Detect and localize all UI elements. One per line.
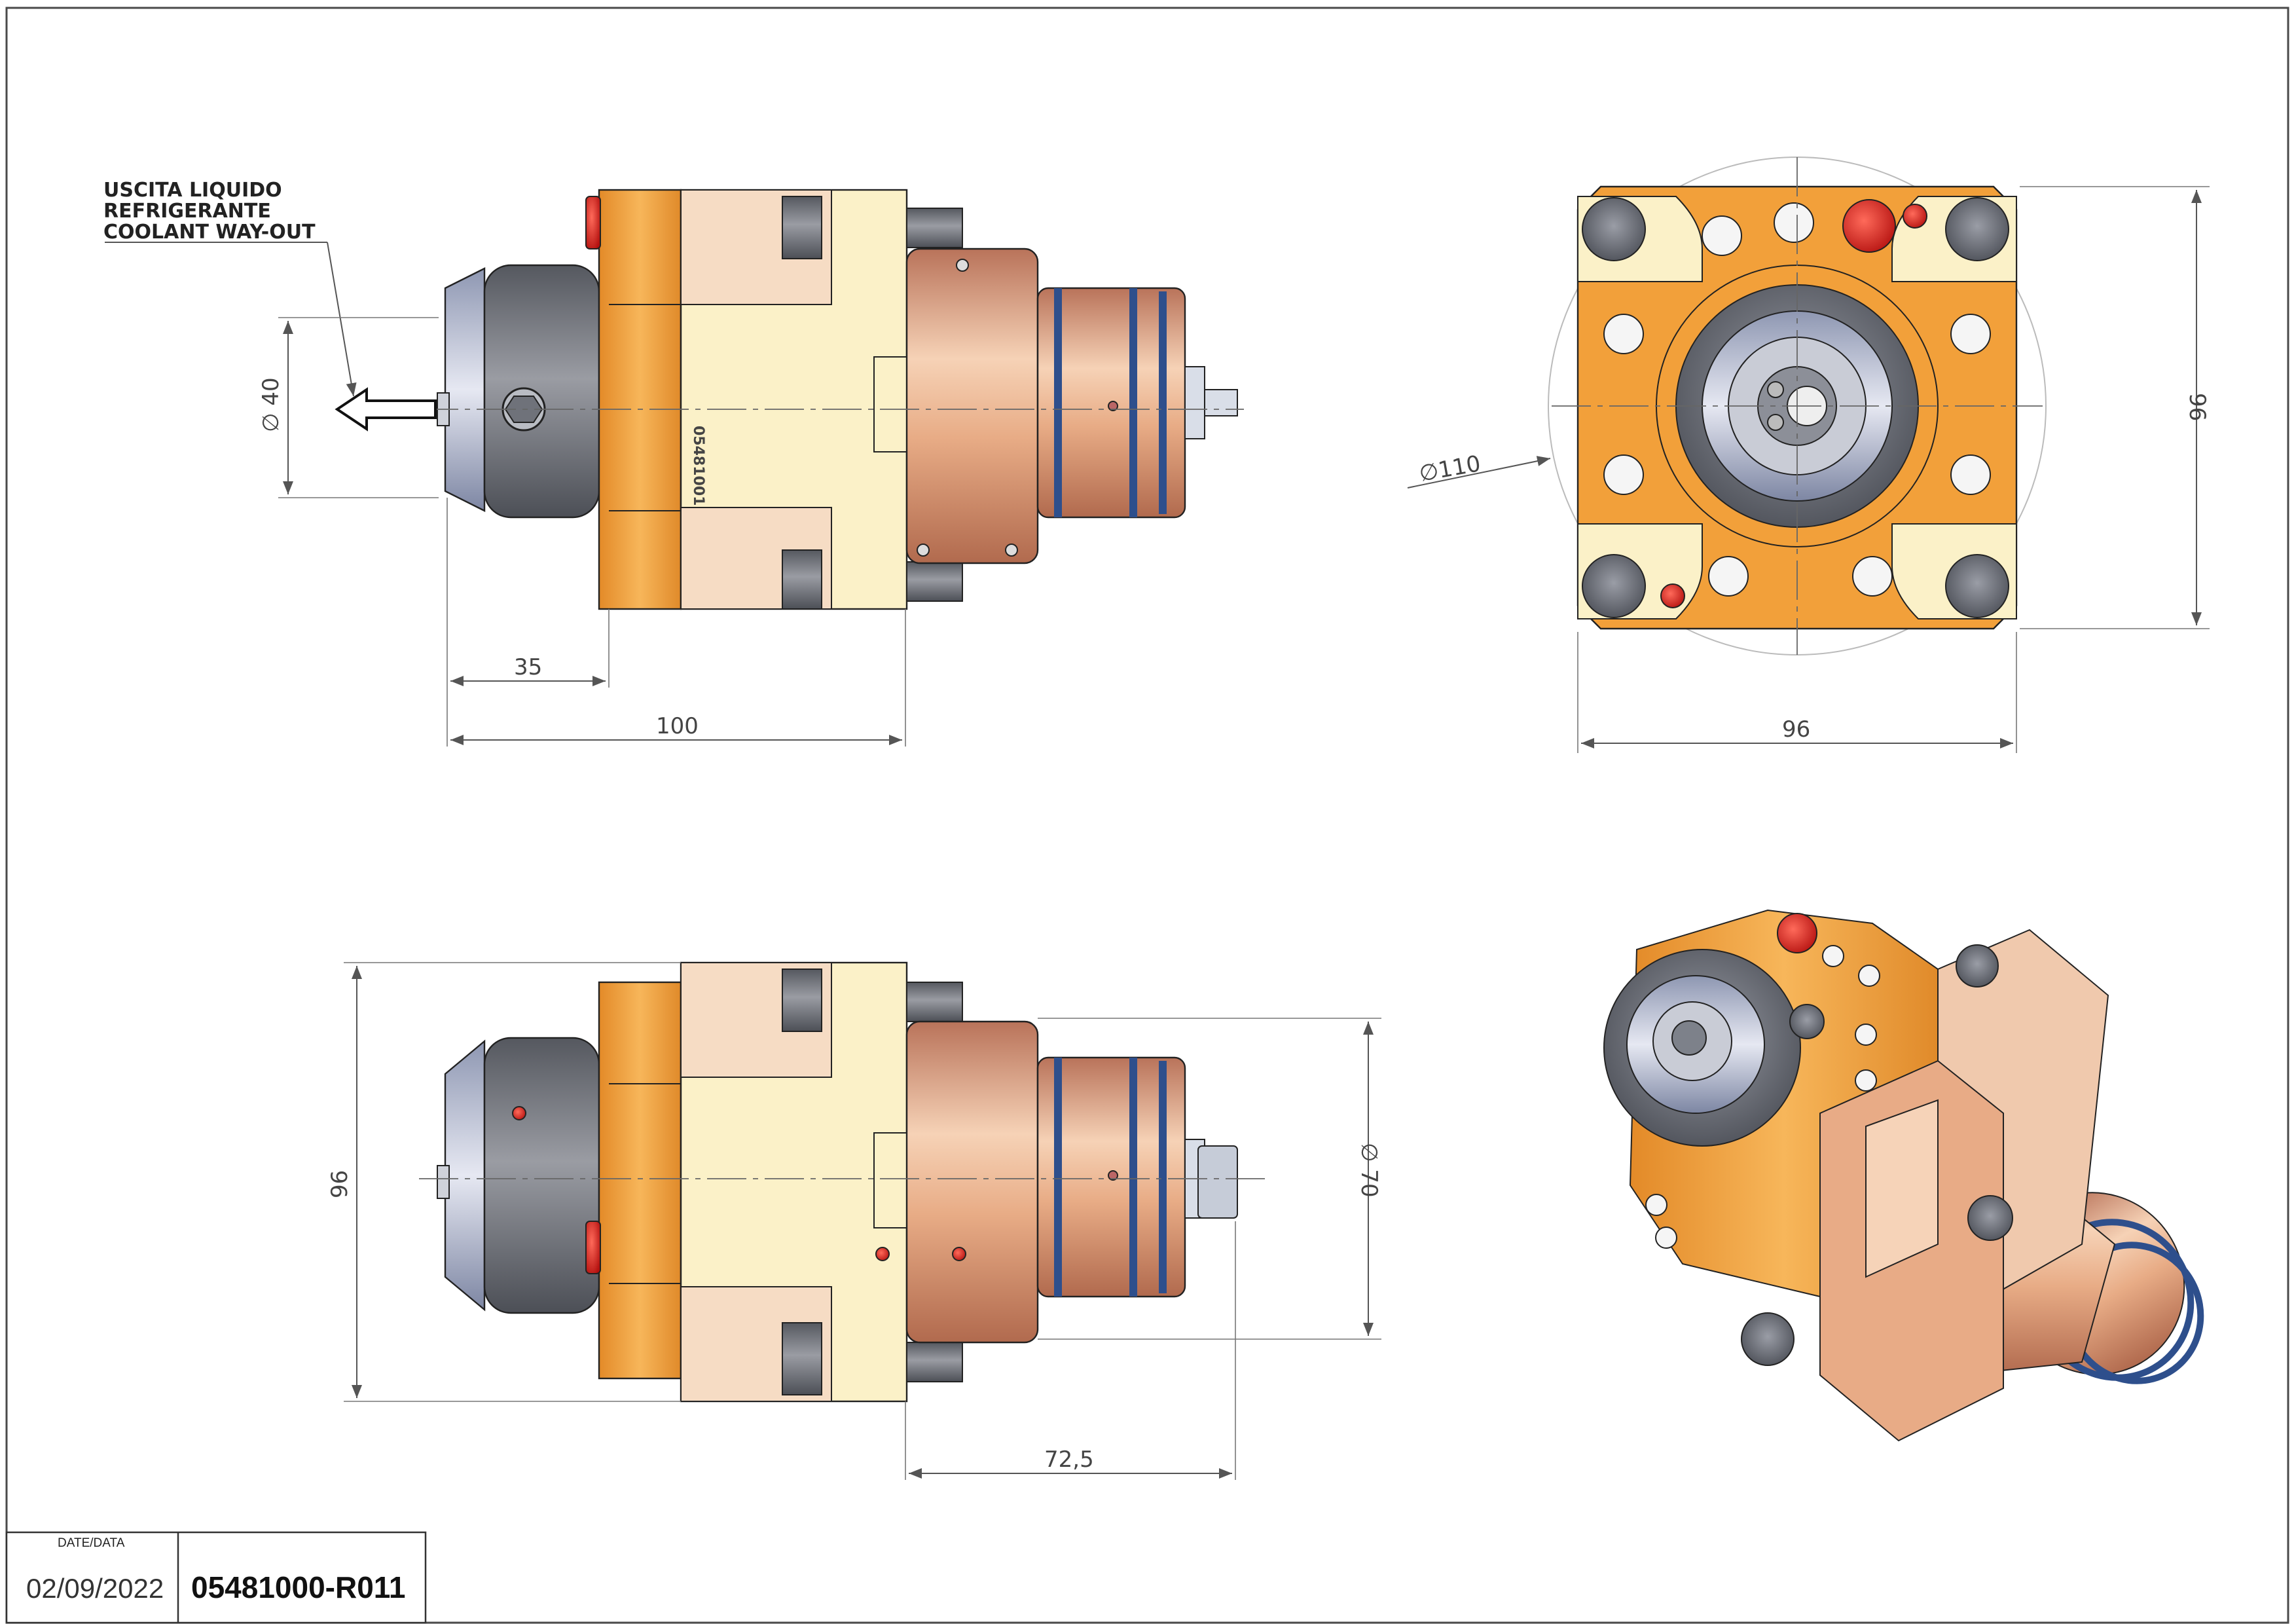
drawing-code: 05481000-R011 xyxy=(191,1570,405,1604)
dim-72-5: 72,5 xyxy=(1044,1447,1094,1473)
dim-35: 35 xyxy=(514,654,542,680)
front-view xyxy=(1548,157,2047,655)
coolant-note: USCITA LIQUIDO REFRIGERANTE COOLANT WAY-… xyxy=(103,179,437,432)
note-line-1: USCITA LIQUIDO xyxy=(103,179,282,202)
side-view-top: 05481001 xyxy=(419,189,1244,610)
date-label: DATE/DATA xyxy=(58,1536,125,1550)
title-block: DATE/DATA 02/09/2022 05481000-R011 xyxy=(5,1531,427,1624)
dim-100: 100 xyxy=(656,713,699,739)
dim-dia-70: ∅ 70 xyxy=(1356,1143,1382,1198)
dims-side-view-top: ∅ 40 35 100 xyxy=(258,317,906,747)
dim-96-side: 96 xyxy=(327,1170,353,1198)
isometric-view xyxy=(1603,909,2204,1442)
note-line-3: COOLANT WAY-OUT xyxy=(103,221,316,244)
part-marking: 05481001 xyxy=(690,426,706,506)
dim-96-front-horizontal: 96 xyxy=(1782,716,1810,743)
dim-dia-110: ∅110 xyxy=(1417,451,1483,487)
dim-96-front-vertical: 96 xyxy=(2184,393,2210,421)
dim-dia-40: ∅ 40 xyxy=(258,377,284,432)
side-view-bottom xyxy=(419,961,1270,1403)
sheet-border xyxy=(5,7,2289,1624)
note-line-2: REFRIGERANTE xyxy=(103,200,271,223)
drawing-date: 02/09/2022 xyxy=(26,1573,164,1604)
dims-side-view-bottom: 96 ∅ 70 72,5 xyxy=(327,962,1382,1480)
